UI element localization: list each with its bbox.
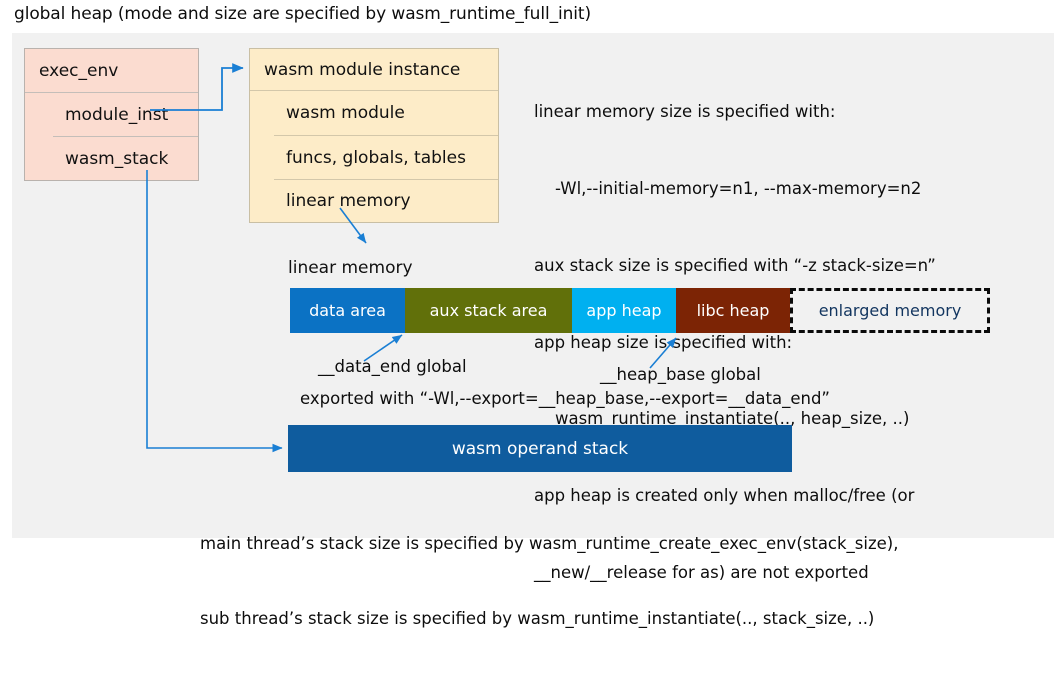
memory-segment-enlarged-memory: enlarged memory xyxy=(790,288,990,333)
memory-segment-libc-heap: libc heap xyxy=(676,288,790,333)
annotation-exported: exported with “-Wl,--export=__heap_base,… xyxy=(300,389,830,408)
module-instance-indent xyxy=(250,91,275,222)
module-instance-row-funcs-globals-tables: funcs, globals, tables xyxy=(274,136,498,180)
bottom-notes-block: main thread’s stack size is specified by… xyxy=(200,481,1040,681)
wasm-operand-stack-box: wasm operand stack xyxy=(288,425,792,472)
diagram-root: global heap (mode and size are specified… xyxy=(12,4,1054,628)
linear-memory-label: linear memory xyxy=(288,258,413,278)
note-line-2: aux stack size is specified with “-z sta… xyxy=(534,255,936,275)
note-line-4: wasm_runtime_instantiate(.., heap_size, … xyxy=(534,409,910,429)
module-instance-header: wasm module instance xyxy=(250,49,498,91)
exec-env-row-module-inst: module_inst xyxy=(53,93,198,137)
memory-segment-data-area: data area xyxy=(290,288,405,333)
note-line-1: -Wl,--initial-memory=n1, --max-memory=n2 xyxy=(534,178,922,198)
module-instance-row-linear-memory: linear memory xyxy=(274,180,498,222)
exec-env-row-wasm-stack: wasm_stack xyxy=(53,137,198,180)
exec-env-box: exec_env module_inst wasm_stack xyxy=(24,48,199,181)
page-title: global heap (mode and size are specified… xyxy=(14,4,591,24)
wasm-module-instance-box: wasm module instance wasm module funcs, … xyxy=(249,48,499,223)
note-line-3: app heap size is specified with: xyxy=(534,332,793,352)
bottom-note-line-0: main thread’s stack size is specified by… xyxy=(200,534,899,553)
bottom-note-line-1: sub thread’s stack size is specified by … xyxy=(200,609,875,628)
annotation-data-end: __data_end global xyxy=(318,357,467,376)
memory-segment-app-heap: app heap xyxy=(572,288,676,333)
annotation-heap-base: __heap_base global xyxy=(600,365,761,384)
exec-env-header: exec_env xyxy=(25,49,198,93)
note-line-0: linear memory size is specified with: xyxy=(534,102,836,122)
exec-env-indent xyxy=(25,93,54,180)
module-instance-row-wasm-module: wasm module xyxy=(274,91,498,136)
notes-block: linear memory size is specified with: -W… xyxy=(534,48,1034,637)
note-line-5: app heap is created only when malloc/fre… xyxy=(534,486,915,506)
memory-segment-aux-stack-area: aux stack area xyxy=(405,288,572,333)
